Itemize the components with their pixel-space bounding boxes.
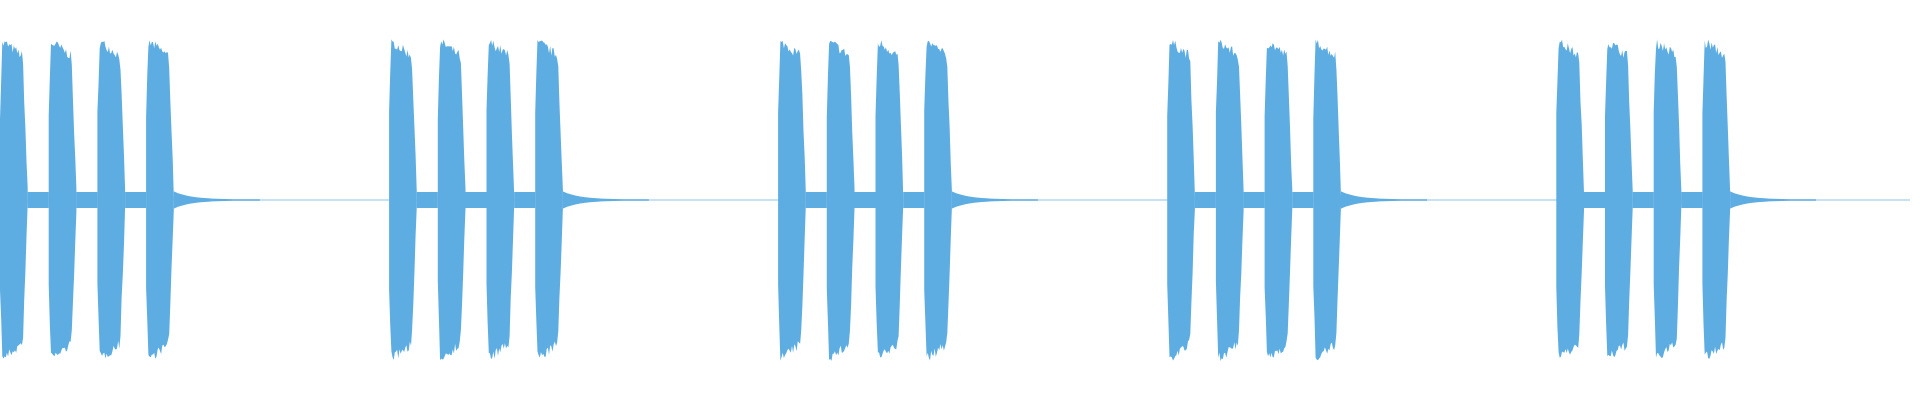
waveform-burst xyxy=(924,40,952,361)
waveform-burst xyxy=(535,39,563,358)
waveform-decay-tail xyxy=(173,191,260,209)
waveform-burst xyxy=(146,40,174,359)
waveform-burst xyxy=(1605,42,1633,358)
burst-group xyxy=(1556,39,1816,359)
waveform-gap-signal xyxy=(1243,192,1265,208)
waveform-decay-tail xyxy=(562,191,649,209)
waveform-gap-signal xyxy=(76,192,98,208)
waveform-burst xyxy=(437,39,466,361)
waveform-burst xyxy=(0,41,28,359)
waveform-burst xyxy=(1556,39,1584,358)
waveform-gap-signal xyxy=(27,192,49,208)
waveform-gap-signal xyxy=(805,192,827,208)
burst-group xyxy=(389,39,649,361)
waveform-gap-signal xyxy=(1584,192,1605,208)
waveform-burst xyxy=(778,41,806,361)
waveform-burst xyxy=(1215,39,1244,361)
waveform-gap-signal xyxy=(125,192,147,208)
waveform-burst xyxy=(1264,43,1293,358)
waveform-bursts xyxy=(0,39,1816,361)
waveform-burst xyxy=(1702,39,1731,359)
waveform-gap-signal xyxy=(1194,192,1216,208)
waveform-gap-signal xyxy=(903,192,925,208)
waveform-gap-signal xyxy=(465,192,487,208)
waveform-gap-signal xyxy=(1292,192,1314,208)
waveform-burst xyxy=(389,39,417,361)
waveform-decay-tail xyxy=(951,191,1038,209)
waveform-gap-signal xyxy=(1632,192,1654,208)
waveform-gap-signal xyxy=(854,192,876,208)
waveform-gap-signal xyxy=(416,192,438,208)
waveform-burst xyxy=(875,40,904,358)
waveform-gap-signal xyxy=(514,192,536,208)
burst-group xyxy=(1167,39,1427,361)
waveform-decay-tail xyxy=(1730,191,1816,209)
waveform-burst xyxy=(97,40,126,359)
waveform-decay-tail xyxy=(1341,191,1427,209)
waveform-burst xyxy=(1313,39,1341,361)
waveform-burst xyxy=(486,40,515,360)
waveform-burst xyxy=(826,40,855,361)
waveform-burst xyxy=(1653,39,1682,359)
waveform-burst xyxy=(1167,40,1195,361)
waveform-gap-signal xyxy=(1681,192,1703,208)
waveform-burst xyxy=(48,41,77,357)
burst-group xyxy=(0,40,260,359)
burst-group xyxy=(778,40,1038,361)
